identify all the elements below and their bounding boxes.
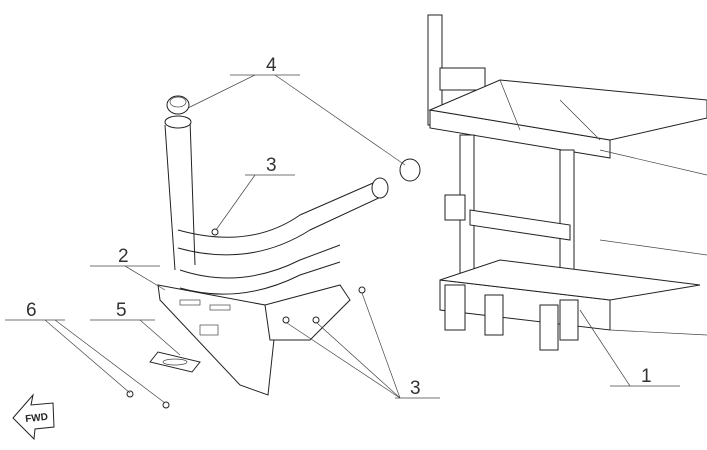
forward-arrow-icon: FWD — [12, 393, 55, 441]
callout-4: 4 — [266, 55, 277, 76]
callout-leaders — [5, 74, 680, 404]
vehicle-frame — [427, 14, 707, 351]
callout-3-upper: 3 — [266, 155, 277, 176]
bolts — [126, 228, 366, 409]
callout-5: 5 — [116, 300, 127, 321]
callout-2: 2 — [118, 246, 129, 267]
callout-6: 6 — [26, 300, 37, 321]
bumper-guard — [164, 115, 389, 295]
callout-3-lower: 3 — [410, 378, 421, 399]
callout-1: 1 — [641, 366, 652, 387]
fwd-label: FWD — [25, 412, 49, 425]
plate-part — [149, 351, 201, 373]
end-caps — [166, 95, 421, 182]
skid-plate — [157, 284, 351, 396]
